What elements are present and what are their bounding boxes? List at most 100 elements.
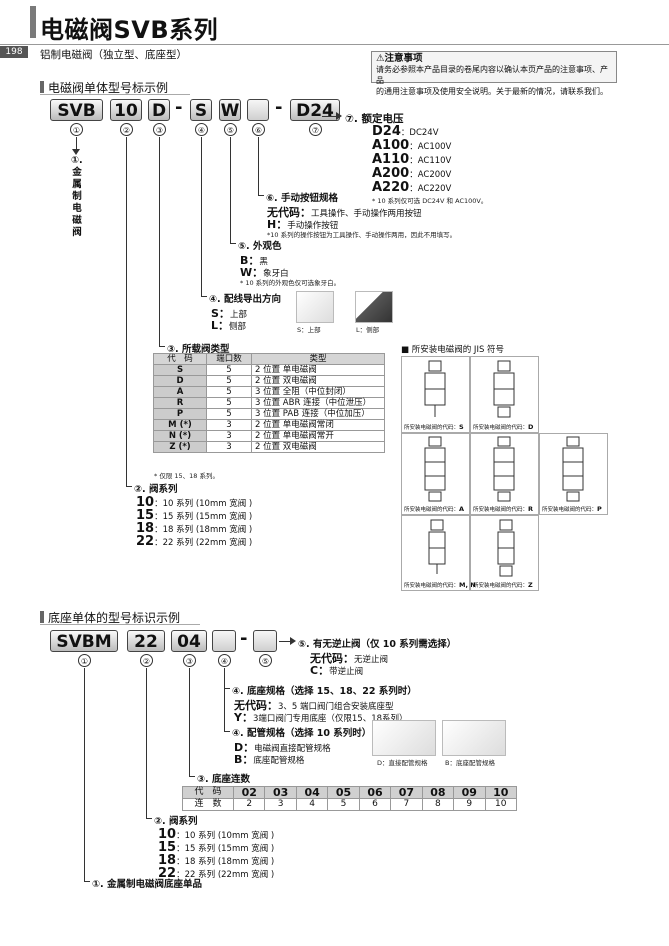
col-type: 类型 [251, 353, 385, 365]
voltage-note: * 10 系列仅可选 DC24V 和 AC100V。 [372, 197, 488, 205]
code-seg-series: SVB [50, 99, 103, 121]
base-spec-label: ④. 底座规格（选择 15、18、22 系列时） [232, 686, 417, 697]
wiring-row-2: L：侧部 [211, 319, 247, 332]
leader-1 [76, 137, 77, 150]
valve-symbol-icon [497, 519, 515, 577]
notice-box: ⚠注意事项 请务必参照本产品目录的卷尾内容以确认本页产品的注意事项、产品 的通用… [371, 51, 617, 96]
base-series-row-0: 10：10 系列 (10mm 宽阀 ) [158, 827, 275, 842]
base-leader-4 [224, 668, 225, 732]
jis-symbol-mn: 所安装电磁阀的代码：M, N [401, 515, 476, 591]
photo-s-caption: S：上部 [297, 326, 321, 334]
check-label: ⑤. 有无逆止阀（仅 10 系列需选择） [298, 639, 457, 650]
series-row-3: 22：22 系列 (22mm 宽阀 ) [136, 534, 253, 549]
section-bar-icon [40, 611, 44, 623]
valve-symbol-icon [493, 436, 515, 502]
notice-line2: 的通用注意事项及使用安全说明。关于最新的情况，请联系我们。 [376, 87, 608, 96]
marker-5: ⑤ [224, 123, 237, 136]
col-code: 代 码 [153, 353, 207, 365]
check-row-2: C：带逆止阀 [310, 664, 364, 677]
warning-icon: ⚠ [376, 53, 385, 64]
code-dash: - [175, 97, 183, 118]
base-leader-3 [189, 668, 190, 776]
title-rule [0, 44, 669, 45]
base-leader-4h2 [224, 688, 230, 689]
notice-title: ⚠注意事项 [376, 53, 423, 64]
base-seg-spec [212, 630, 236, 652]
leader-5 [230, 137, 231, 243]
valve-photo-side-wiring [355, 291, 393, 323]
code-dash: - [275, 97, 283, 118]
photo-b-caption: B：底座配管规格 [445, 759, 495, 767]
jis-symbol-d: 所安装电磁阀的代码：D [470, 356, 539, 433]
valve-type-label: ③. 所载阀类型 [167, 344, 230, 355]
base-marker-3: ③ [183, 654, 196, 667]
base-seg-type: SVBM [50, 630, 118, 652]
wiring-label: ④. 配线导出方向 [209, 294, 281, 305]
jis-title: ■ 所安装电磁阀的 JIS 符号 [401, 345, 505, 355]
series-row-0: 10：10 系列 (10mm 宽阀 ) [136, 495, 253, 510]
section1-rule [40, 94, 190, 95]
manual-label: ⑥. 手动按钮规格 [266, 193, 338, 204]
valve-type-header-row: 代 码 端口数 类型 [153, 353, 385, 365]
page-subtitle: 铝制电磁阀（独立型、底座型） [40, 49, 187, 61]
base-series-row-2: 18：18 系列 (18mm 宽阀 ) [158, 853, 275, 868]
marker-7: ⑦ [309, 123, 322, 136]
marker-2: ② [120, 123, 133, 136]
valve-symbol-icon [424, 360, 446, 417]
manifold-photo-base [442, 720, 506, 756]
arrow-1 [72, 149, 80, 155]
check-row-1: 无代码：无逆止阀 [310, 652, 389, 665]
jis-caption: 所安装电磁阀的代码：Z [473, 581, 533, 589]
color-note: * 10 系列的外观色仅可选象牙白。 [240, 279, 341, 287]
piping-label: ④. 配管规格（选择 10 系列时） [232, 728, 372, 739]
base-series-row-1: 15：15 系列 (15mm 宽阀 ) [158, 840, 275, 855]
base-leader-1 [84, 668, 85, 881]
code-seg-voltage: D24 [290, 99, 340, 121]
piping-row-2: B：底座配管规格 [234, 753, 305, 766]
manual-row-2: H：手动操作按钮 [267, 218, 339, 231]
jis-caption: 所安装电磁阀的代码：P [542, 505, 602, 513]
base-leader-4h [224, 731, 230, 732]
leader-5h [230, 243, 236, 244]
jis-symbol-a: 所安装电磁阀的代码：A [401, 433, 470, 515]
marker-4: ④ [195, 123, 208, 136]
leader-2h [126, 486, 132, 487]
color-label: ⑤. 外观色 [238, 241, 282, 252]
base-leader-2 [146, 668, 147, 818]
base-marker-2: ② [140, 654, 153, 667]
voltage-label: ⑦. 额定电压 [345, 113, 404, 125]
jis-caption: 所安装电磁阀的代码：A [404, 505, 465, 513]
item1-label: ①. [71, 155, 83, 166]
code-seg-manual [247, 99, 269, 121]
jis-caption: 所安装电磁阀的代码：M, N [404, 581, 476, 589]
base-leader-3h [189, 776, 195, 777]
base-seg-series: 22 [127, 630, 165, 652]
wiring-row-1: S：上部 [211, 307, 247, 320]
jis-symbol-r: 所安装电磁阀的代码：R [470, 433, 539, 515]
base-item1-label: ①. 金属制电磁阀底座单品 [92, 879, 202, 890]
section-bar-icon [40, 81, 44, 93]
base-spec-row-1: 无代码：3、5 端口阀门组合安装底座型 [234, 699, 394, 712]
photo-l-caption: L：侧部 [356, 326, 380, 334]
base-spec-row-2: Y：3端口阀门专用底座（仅限15、18系列） [234, 711, 408, 724]
valve-symbol-icon [562, 436, 584, 502]
base-marker-5: ⑤ [259, 654, 272, 667]
series-row-2: 18：18 系列 (18mm 宽阀 ) [136, 521, 253, 536]
jis-symbol-p: 所安装电磁阀的代码：P [539, 433, 608, 515]
base-leader-5 [279, 641, 291, 642]
jis-caption: 所安装电磁阀的代码：S [404, 423, 464, 431]
valve-symbol-icon [428, 519, 446, 574]
leader-6 [258, 137, 259, 196]
base-leader-2h [146, 818, 152, 819]
leader-2 [126, 137, 127, 486]
jis-caption: 所安装电磁阀的代码：D [473, 423, 534, 431]
